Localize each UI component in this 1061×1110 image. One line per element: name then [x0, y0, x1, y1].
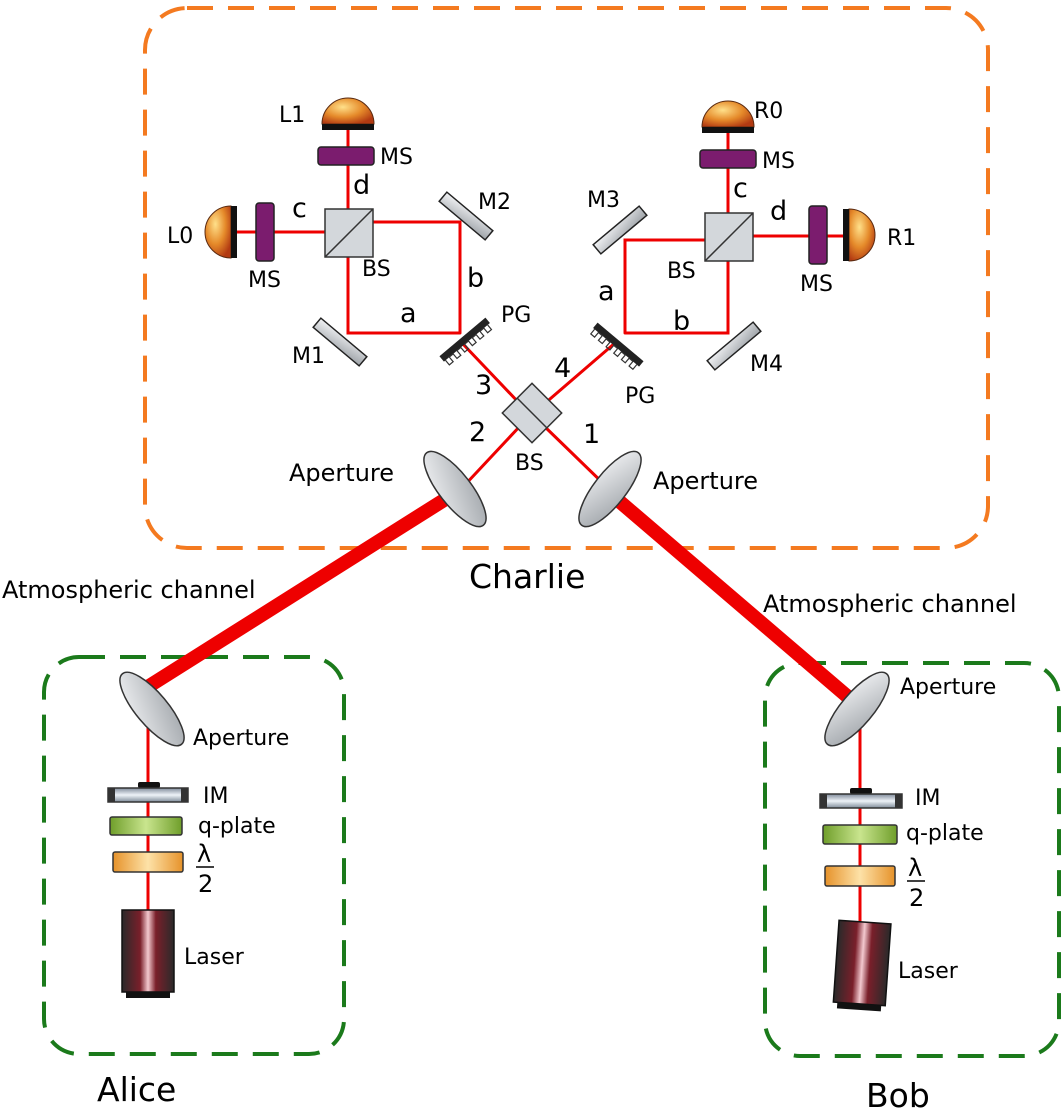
ms-left-side-label: MS: [248, 268, 281, 293]
detector-r1-label: R1: [887, 226, 916, 251]
mirror-m4: [706, 321, 762, 371]
port-2-label: 2: [469, 417, 486, 448]
right-bs-label: BS: [667, 259, 696, 284]
alice-two-label: 2: [198, 870, 213, 898]
left-out-d-label: d: [353, 170, 370, 201]
bob-laser: [832, 919, 892, 1012]
ms-right-top: [699, 149, 757, 169]
charlie-aperture-left-label: Aperture: [289, 459, 394, 487]
charlie-label: Charlie: [469, 557, 585, 596]
ms-left-side: [255, 202, 275, 262]
beam-port-2: [460, 423, 523, 490]
ms-right-side: [808, 205, 828, 265]
bob-halfwave-plate: [824, 865, 896, 887]
pg-right: [589, 322, 644, 371]
detector-l1: [321, 97, 375, 130]
atmospheric-channel-right-label: Atmospheric channel: [763, 590, 1017, 618]
bob-aperture: [824, 671, 890, 747]
bob-im: [819, 788, 903, 809]
right-bs: [704, 212, 754, 262]
left-arm-b-label: b: [467, 263, 484, 294]
mirror-m2: [438, 191, 494, 241]
mirror-m1: [312, 317, 368, 367]
port-3-label: 3: [475, 370, 492, 401]
charlie-enclosure: [143, 6, 990, 550]
detector-l0-label: L0: [167, 224, 193, 249]
charlie-aperture-right-label: Aperture: [653, 467, 758, 495]
pg-right-label: PG: [625, 384, 655, 409]
alice-aperture-label: Aperture: [193, 726, 289, 751]
mirror-m2-label: M2: [478, 190, 511, 215]
bob-qplate-label: q-plate: [906, 821, 984, 846]
charlie-aperture-right: [578, 450, 642, 528]
alice-lambda-label: λ: [197, 840, 211, 868]
central-bs-label: BS: [515, 451, 544, 476]
left-arm-a-label: a: [400, 298, 417, 329]
mirror-m3-label: M3: [587, 188, 620, 213]
alice-enclosure: [42, 655, 346, 1056]
detector-l0: [204, 205, 237, 259]
ms-left-top: [317, 146, 375, 166]
alice-laser: [121, 909, 175, 998]
alice-im: [107, 782, 189, 803]
bob-im-label: IM: [915, 786, 940, 811]
atmospheric-channel-left-label: Atmospheric channel: [2, 576, 256, 604]
bob-lambda-label: λ: [908, 854, 922, 882]
left-bs-label: BS: [362, 257, 391, 282]
mirror-m4-label: M4: [750, 352, 783, 377]
alice-halfwave-plate: [112, 851, 184, 873]
right-out-c-label: c: [733, 173, 748, 204]
alice-aperture: [119, 671, 185, 747]
atmospheric-beam-right: [605, 488, 855, 704]
atmospheric-beam-left: [131, 488, 459, 700]
bob-aperture-label: Aperture: [900, 675, 996, 700]
mirror-m3: [592, 205, 648, 255]
detector-r0: [701, 100, 755, 133]
right-arm-b-label: b: [673, 306, 690, 337]
left-out-c-label: c: [292, 193, 307, 224]
left-bs: [324, 208, 374, 258]
bob-label: Bob: [866, 1076, 930, 1110]
bob-laser-label: Laser: [898, 959, 959, 984]
beam-port-3: [460, 341, 523, 407]
right-arm-a-label: a: [598, 276, 615, 307]
alice-qplate: [109, 816, 183, 836]
bob-qplate: [822, 824, 898, 845]
pg-left-label: PG: [501, 303, 531, 328]
bob-two-label: 2: [909, 884, 924, 912]
ms-right-side-label: MS: [800, 272, 833, 297]
beam-port-4: [541, 341, 617, 407]
right-out-d-label: d: [770, 196, 787, 227]
alice-qplate-label: q-plate: [198, 814, 276, 839]
ms-left-top-label: MS: [380, 145, 413, 170]
alice-label: Alice: [97, 1070, 176, 1109]
port-1-label: 1: [583, 419, 600, 450]
charlie-aperture-left: [423, 450, 487, 528]
port-4-label: 4: [554, 353, 571, 384]
alice-laser-label: Laser: [184, 945, 245, 970]
detector-r1: [843, 208, 876, 262]
alice-im-label: IM: [203, 784, 228, 809]
pg-left: [439, 317, 493, 366]
ms-right-top-label: MS: [762, 149, 795, 174]
central-beam-splitter: [501, 382, 563, 444]
detector-r0-label: R0: [754, 99, 783, 124]
mirror-m1-label: M1: [292, 344, 325, 369]
detector-l1-label: L1: [279, 103, 305, 128]
